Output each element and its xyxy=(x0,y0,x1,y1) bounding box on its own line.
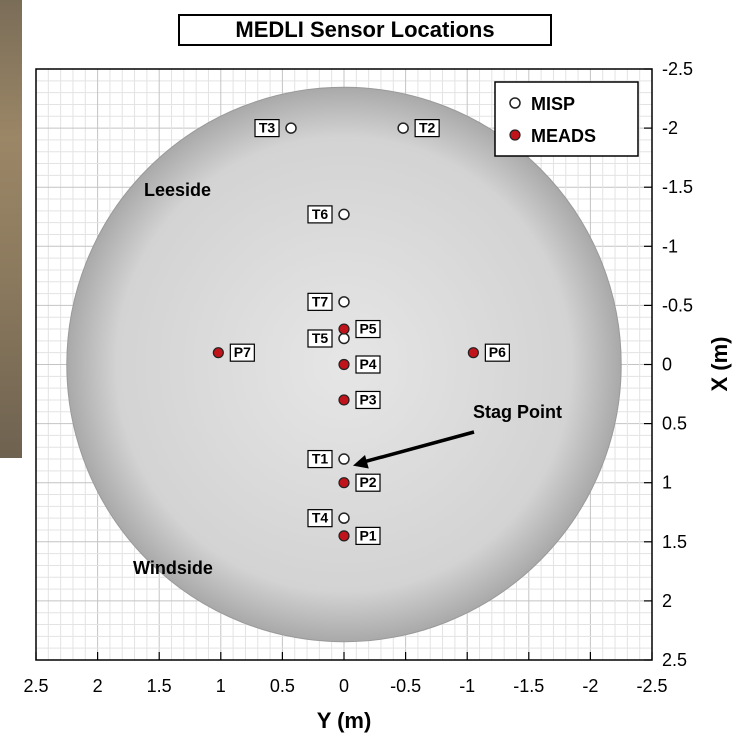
y-tick-label: -1.5 xyxy=(662,177,693,197)
y-tick-label: 2 xyxy=(662,591,672,611)
chart-title: MEDLI Sensor Locations xyxy=(178,14,552,46)
legend: MISP MEADS xyxy=(494,81,639,157)
legend-misp-label: MISP xyxy=(531,94,575,114)
x-tick-label: 2.5 xyxy=(23,676,48,696)
sensor-label-box xyxy=(254,118,280,138)
sensor-label: P7 xyxy=(234,344,251,360)
x-tick-label: -2 xyxy=(582,676,598,696)
y-tick-label: 0.5 xyxy=(662,414,687,434)
meads-marker xyxy=(338,358,350,371)
x-tick-label: -0.5 xyxy=(390,676,421,696)
sensor-label: P3 xyxy=(359,391,376,407)
sensor-label: T2 xyxy=(419,120,436,136)
stag-point-arrow-line xyxy=(364,430,475,464)
x-tick-label: -2.5 xyxy=(636,676,667,696)
sensor-label-box xyxy=(355,319,381,339)
sensor-label-box xyxy=(355,355,381,374)
meads-marker xyxy=(338,530,350,542)
legend-meads-label: MEADS xyxy=(531,126,596,146)
misp-marker xyxy=(338,512,350,524)
background-photo-strip xyxy=(0,0,22,458)
sensor-label-box xyxy=(307,329,333,348)
stag-point-label: Stag Point xyxy=(473,402,562,422)
stag-point-arrow-head xyxy=(353,455,369,469)
y-tick-label: 1.5 xyxy=(662,532,687,552)
y-tick-label: -2.5 xyxy=(662,59,693,79)
misp-marker xyxy=(338,332,350,345)
sensor-label: P6 xyxy=(489,344,506,360)
sensor-label-box xyxy=(484,343,510,362)
misp-marker xyxy=(285,122,297,134)
sensor-label: T1 xyxy=(312,451,329,467)
sensor-label-box xyxy=(355,473,381,492)
x-axis-label: Y (m) xyxy=(317,708,372,733)
misp-marker xyxy=(338,453,350,465)
meads-marker xyxy=(338,394,350,406)
sensor-label: T5 xyxy=(312,330,329,346)
sensor-label: T7 xyxy=(312,293,329,309)
sensor-label-box xyxy=(355,526,381,545)
sensor-label: P4 xyxy=(359,356,376,372)
windside-label: Windside xyxy=(133,558,213,578)
x-tick-label: 2 xyxy=(93,676,103,696)
legend-box xyxy=(494,81,639,157)
y-axis-label: X (m) xyxy=(707,337,732,392)
y-tick-label: 0 xyxy=(662,355,672,375)
sensor-label: P5 xyxy=(359,321,376,337)
sensor-label: P1 xyxy=(359,527,376,543)
x-tick-label: 1.5 xyxy=(147,676,172,696)
x-axis-ticks: 2.5 2 1.5 1 0.5 0 -0.5 -1 -1.5 -2 -2.5 xyxy=(23,652,668,696)
misp-marker xyxy=(338,296,350,308)
y-tick-label: -1 xyxy=(662,236,678,256)
misp-marker xyxy=(338,208,350,221)
y-tick-label: -0.5 xyxy=(662,295,693,315)
x-tick-label: 0.5 xyxy=(270,676,295,696)
y-tick-label: -2 xyxy=(662,118,678,138)
meads-marker xyxy=(212,347,224,359)
legend-meads-marker xyxy=(509,129,521,141)
sensor-label: T3 xyxy=(259,120,276,136)
y-axis-ticks: -2.5 -2 -1.5 -1 -0.5 0 0.5 1 1.5 2 2.5 xyxy=(644,59,693,670)
x-tick-label: 1 xyxy=(216,676,226,696)
sensor-label-box xyxy=(307,509,333,528)
x-tick-label: -1.5 xyxy=(513,676,544,696)
x-tick-label: 0 xyxy=(339,676,349,696)
sensor-label: P2 xyxy=(359,474,376,490)
leeside-label: Leeside xyxy=(144,180,211,200)
sensor-label-box xyxy=(307,205,333,224)
sensor-label-box xyxy=(307,449,333,469)
sensor-label: T4 xyxy=(312,510,329,526)
sensor-label: T6 xyxy=(312,206,329,222)
stag-point-annotation: Stag Point xyxy=(353,402,562,469)
sensor-label-box xyxy=(355,390,381,410)
legend-misp-marker xyxy=(509,97,521,109)
misp-marker xyxy=(397,122,409,134)
x-tick-label: -1 xyxy=(459,676,475,696)
sensor-label-box xyxy=(414,118,440,138)
meads-marker xyxy=(338,323,350,335)
meads-marker xyxy=(338,477,350,489)
meads-marker xyxy=(467,347,479,359)
sensor-label-box xyxy=(229,343,255,362)
y-tick-label: 1 xyxy=(662,473,672,493)
sensor-label-box xyxy=(307,292,333,311)
y-tick-label: 2.5 xyxy=(662,650,687,670)
